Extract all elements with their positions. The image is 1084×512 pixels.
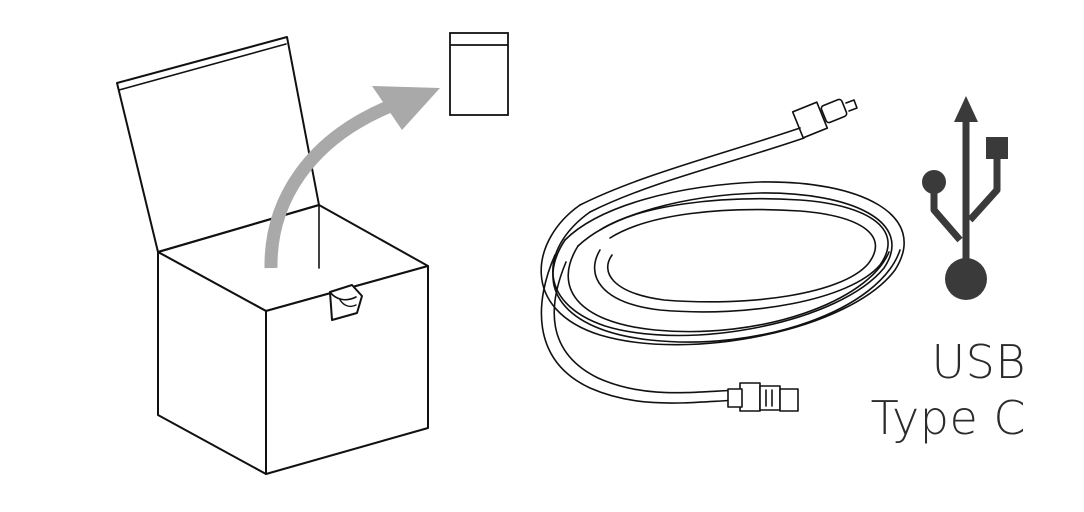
curved-arrow-icon bbox=[264, 86, 440, 269]
usb-cable-icon bbox=[540, 98, 905, 412]
box-latch bbox=[329, 284, 363, 321]
box-front bbox=[157, 251, 267, 475]
card-icon bbox=[449, 32, 509, 116]
usb-type-c-label: USB Type C bbox=[806, 334, 1026, 446]
usb-label-line2: Type C bbox=[870, 391, 1026, 445]
cable-connector-bottom bbox=[739, 382, 761, 412]
usb-symbol-icon bbox=[922, 96, 1008, 300]
box-lid bbox=[116, 36, 320, 253]
open-box-icon bbox=[116, 36, 429, 475]
cable-connector-top bbox=[791, 101, 829, 139]
usb-label-line1: USB bbox=[931, 335, 1026, 389]
box-right bbox=[265, 265, 429, 475]
